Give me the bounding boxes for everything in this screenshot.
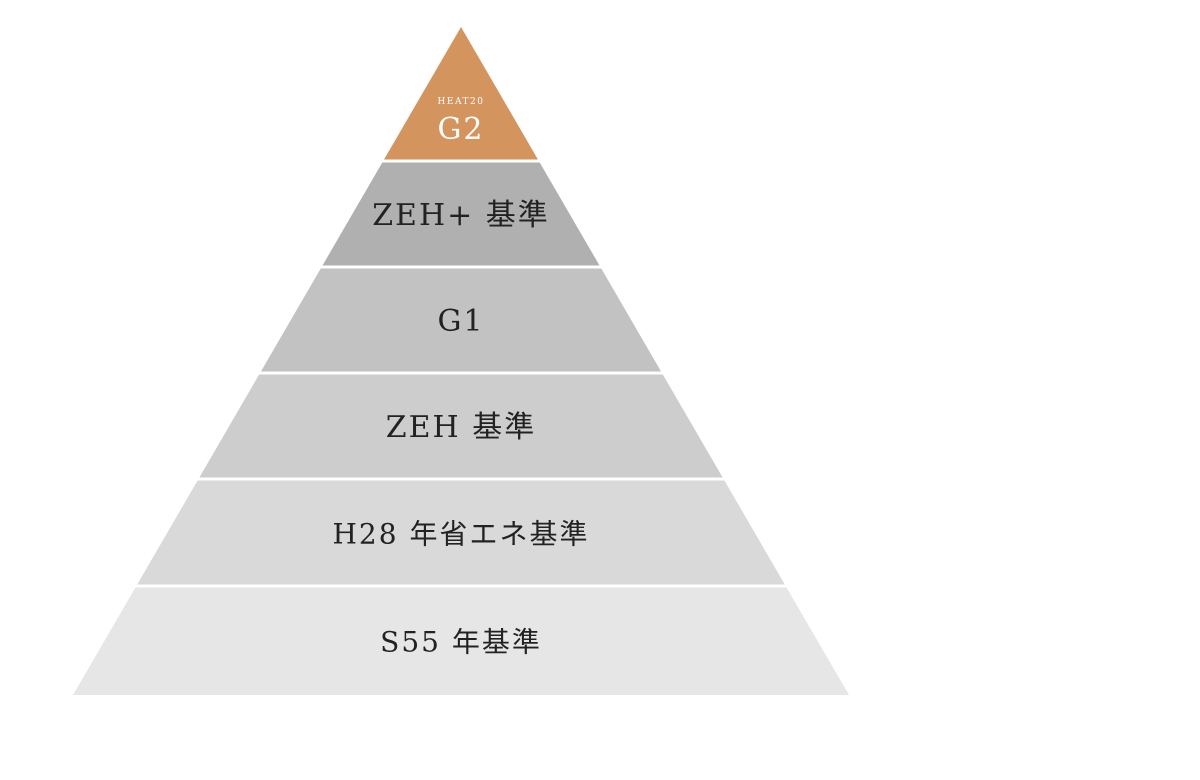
tier-label-5: H28 年省エネ基準 [333,518,590,551]
pyramid-tier-5 [137,480,785,585]
tier-caption: HEAT20 [438,97,485,107]
tier-label-4: ZEH 基準 [386,410,536,445]
pyramid-tier-3 [260,268,662,372]
pyramid-layers [73,27,849,695]
pyramid-tier-4 [199,374,723,478]
tier-label-2: ZEH+ 基準 [372,198,550,233]
tier-label-3: G1 [437,304,484,339]
tier-label-1: G2 [437,112,484,147]
pyramid-tier-1 [384,27,538,160]
pyramid-tier-6 [73,587,849,695]
tier-label-6: S55 年基準 [380,626,542,659]
pyramid-tier-2 [322,162,600,266]
